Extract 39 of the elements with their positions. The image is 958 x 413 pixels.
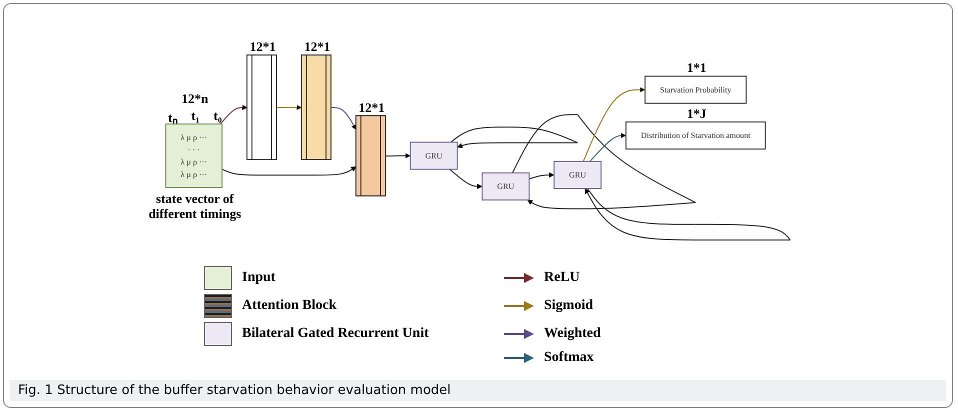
legend-label: Softmax bbox=[544, 350, 594, 366]
node-bar bbox=[355, 115, 386, 196]
node-box: Distribution of Starvation amount bbox=[626, 122, 766, 150]
node-box: λ μ ρ ··· · · · λ μ ρ ··· λ μ ρ ··· bbox=[165, 124, 222, 188]
legend-label: ReLU bbox=[544, 270, 580, 286]
legend-label: Weighted bbox=[544, 326, 601, 342]
dimension-label: t₁ bbox=[191, 108, 200, 125]
arrow bbox=[589, 132, 626, 162]
arrow bbox=[385, 153, 411, 158]
legend-label: Bilateral Gated Recurrent Unit bbox=[242, 326, 429, 342]
arrow bbox=[450, 126, 578, 148]
arrow bbox=[330, 107, 356, 130]
arrow bbox=[528, 172, 554, 180]
dimension-label: 12*1 bbox=[304, 38, 330, 55]
arrow bbox=[276, 104, 302, 110]
arrow bbox=[222, 166, 356, 176]
node-box: GRU bbox=[482, 172, 530, 200]
node-box: GRU bbox=[410, 142, 458, 170]
figure-caption: Fig. 1 Structure of the buffer starvation behavior evaluation model bbox=[10, 380, 946, 401]
node-caption: state vector of different timings bbox=[148, 191, 242, 222]
node-bar bbox=[246, 54, 277, 160]
dimension-label: 1*J bbox=[686, 106, 706, 122]
arrow bbox=[512, 114, 696, 210]
legend-label: Sigmoid bbox=[544, 298, 594, 314]
node-box: GRU bbox=[554, 160, 602, 189]
dimension-label: 12*1 bbox=[358, 100, 385, 116]
node-box: Starvation Probability bbox=[644, 76, 747, 104]
dimension-label: t₀ bbox=[214, 108, 222, 125]
legend-label: Input bbox=[242, 270, 276, 286]
arrow bbox=[220, 104, 248, 124]
node-bar bbox=[300, 54, 332, 160]
dimension-label: 12*n bbox=[182, 91, 208, 107]
legend-label: Attention Block bbox=[242, 298, 336, 314]
arrow bbox=[584, 188, 791, 240]
arrow bbox=[449, 168, 482, 190]
arrow bbox=[582, 87, 646, 162]
dimension-label: 1*1 bbox=[686, 60, 706, 76]
dimension-label: 12*1 bbox=[250, 38, 276, 55]
dimension-label: tₙ bbox=[168, 109, 178, 126]
